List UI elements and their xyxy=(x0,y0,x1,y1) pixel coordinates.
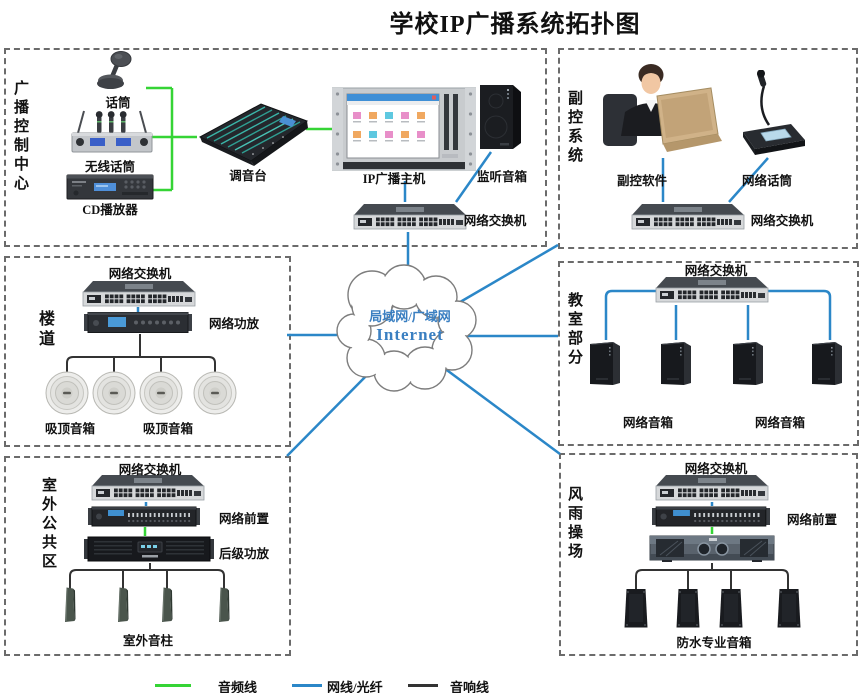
monitor-speaker-label: 监听音箱 xyxy=(476,170,527,184)
legend-network-swatch xyxy=(292,684,322,687)
section-name-playground: 风雨操场 xyxy=(566,486,582,562)
section-name-subcontrol: 副控系统 xyxy=(566,90,582,166)
network-speaker-image xyxy=(810,340,844,387)
section-name-control: 广播控制中心 xyxy=(12,80,28,194)
waterproof-speaker-label: 防水专业音箱 xyxy=(676,636,752,650)
network-switch-image xyxy=(90,473,206,503)
switch-label-classroom: 网络交换机 xyxy=(684,264,748,278)
preamp-label-outdoor: 网络前置 xyxy=(218,512,269,526)
column-speaker-label: 室外音柱 xyxy=(122,634,173,648)
pro-amplifier-image xyxy=(648,533,776,563)
box-classroom xyxy=(558,261,859,446)
network-mic-label: 网络话筒 xyxy=(741,174,792,188)
wireless-mic-receiver-image xyxy=(70,108,154,158)
mixer-label: 调音台 xyxy=(229,169,267,183)
column-speaker-image xyxy=(218,587,230,623)
network-preamp-image xyxy=(88,505,200,528)
network-switch-image xyxy=(630,202,746,232)
section-name-corridor: 楼道 xyxy=(36,310,53,350)
network-amp-label: 网络功放 xyxy=(208,317,259,331)
network-speaker-image xyxy=(731,340,765,387)
network-speaker-image xyxy=(659,340,693,387)
network-mic-image xyxy=(733,70,809,160)
column-speaker-image xyxy=(64,587,76,623)
legend-network-label: 网线/光纤 xyxy=(327,680,383,693)
diagram-title: 学校IP广播系统拓扑图 xyxy=(389,12,641,38)
network-switch-image xyxy=(654,275,770,305)
waterproof-speaker-image xyxy=(776,588,802,629)
ceiling-speaker-label-right: 吸顶音箱 xyxy=(142,422,193,436)
desk-mic-label: 话筒 xyxy=(105,96,131,110)
waterproof-speaker-image xyxy=(675,588,701,629)
network-preamp-image xyxy=(652,505,770,528)
network-speaker-label-right: 网络音箱 xyxy=(754,416,805,430)
box-control-center xyxy=(4,48,547,247)
box-playground xyxy=(559,453,858,656)
network-speaker-image xyxy=(588,340,622,387)
box-corridor xyxy=(4,256,291,447)
legend-speaker-label: 音响线 xyxy=(450,680,490,693)
ceiling-speaker-image xyxy=(193,371,237,415)
subcontrol-software-label: 副控软件 xyxy=(616,174,667,188)
network-switch-image xyxy=(352,202,468,232)
wireless-mic-label: 无线话筒 xyxy=(84,160,135,174)
mixing-console-image xyxy=(197,97,310,166)
switch-label-playground: 网络交换机 xyxy=(684,462,748,476)
ceiling-speaker-image xyxy=(139,371,183,415)
internet-cloud xyxy=(336,264,477,392)
cloud-label: 局域网/广域网 Internet xyxy=(352,306,468,345)
cloud-line1: 局域网/广域网 xyxy=(369,309,451,324)
column-speaker-image xyxy=(161,587,173,623)
switch-label-control: 网络交换机 xyxy=(463,214,527,228)
network-switch-image xyxy=(81,279,197,309)
monitor-speaker-image xyxy=(476,83,525,154)
speaker-lines xyxy=(66,334,789,590)
section-name-outdoor: 室外公共区 xyxy=(40,477,56,572)
ip-host-label: IP广播主机 xyxy=(362,172,426,186)
cd-player-image xyxy=(66,173,154,201)
box-subcontrol xyxy=(558,48,858,249)
network-speaker-label-left: 网络音箱 xyxy=(622,416,673,430)
ip-broadcast-host-image xyxy=(332,84,476,181)
operator-laptop-image xyxy=(597,60,723,162)
power-amplifier-image xyxy=(84,535,214,563)
legend-audio-swatch xyxy=(155,684,191,687)
legend-audio-label: 音频线 xyxy=(218,680,258,693)
ceiling-speaker-label-left: 吸顶音箱 xyxy=(44,422,95,436)
waterproof-speaker-image xyxy=(718,588,744,629)
switch-label-subcontrol: 网络交换机 xyxy=(750,214,814,228)
cd-player-label: CD播放器 xyxy=(82,203,138,217)
switch-label-outdoor: 网络交换机 xyxy=(118,463,182,477)
network-amplifier-image xyxy=(84,311,192,334)
cloud-line2: Internet xyxy=(376,325,444,344)
box-outdoor xyxy=(4,456,291,656)
switch-label-corridor: 网络交换机 xyxy=(108,267,172,281)
power-amp-label: 后级功放 xyxy=(218,547,269,561)
ceiling-speaker-image xyxy=(92,371,136,415)
network-switch-image xyxy=(654,473,770,503)
desk-microphone-image xyxy=(94,50,138,94)
section-name-classroom: 教室部分 xyxy=(566,292,582,368)
legend-speaker-swatch xyxy=(408,684,438,687)
audio-lines xyxy=(143,86,714,536)
ceiling-speaker-image xyxy=(45,371,89,415)
waterproof-speaker-image xyxy=(623,588,649,629)
preamp-label-playground: 网络前置 xyxy=(786,513,837,527)
column-speaker-image xyxy=(117,587,129,623)
